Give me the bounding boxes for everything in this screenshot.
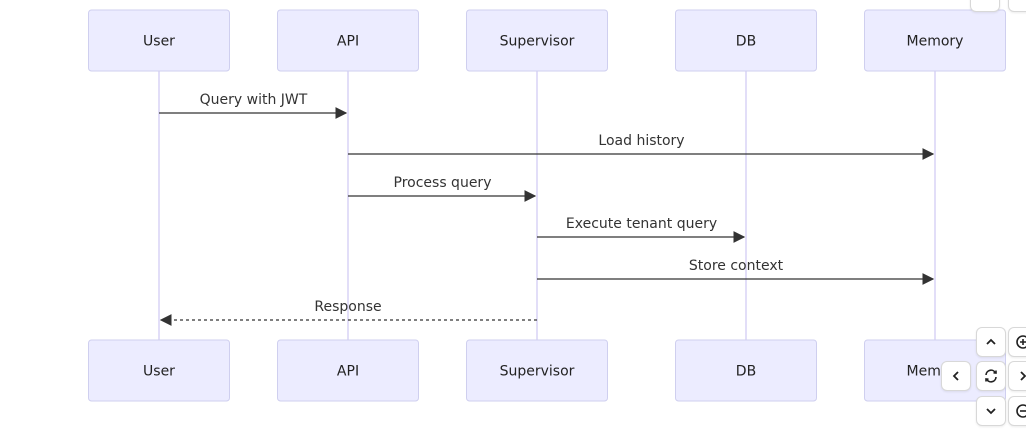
actor-label: Supervisor <box>500 364 575 380</box>
refresh-icon <box>985 369 997 383</box>
zoom-in-icon <box>1016 335 1026 349</box>
actor-box <box>88 339 230 402</box>
message-label: Query with JWT <box>200 92 308 108</box>
top-control-button[interactable] <box>970 0 1000 12</box>
message-2: Load history <box>348 133 935 160</box>
pan-down-button[interactable] <box>976 396 1006 426</box>
pan-up-button[interactable] <box>976 327 1006 357</box>
reset-view-button[interactable] <box>976 361 1006 391</box>
actor-box <box>675 9 817 72</box>
actor-db-bottom: DB <box>675 339 817 402</box>
actor-label: DB <box>736 364 756 380</box>
message-label: Store context <box>689 258 784 274</box>
pan-right-button[interactable] <box>1008 361 1026 391</box>
actor-label: Memory <box>907 34 964 50</box>
actor-label: Supervisor <box>500 34 575 50</box>
chevron-up-icon <box>986 338 996 345</box>
zoom-out-icon <box>1016 404 1026 418</box>
actor-supervisor-top: Supervisor <box>466 9 608 72</box>
actor-box <box>277 339 419 402</box>
actor-db-top: DB <box>675 9 817 72</box>
actor-box <box>675 339 817 402</box>
message-6: Response <box>159 299 537 326</box>
actor-user-bottom: User <box>88 339 230 402</box>
actor-box <box>88 9 230 72</box>
actor-box <box>466 9 608 72</box>
message-label: Execute tenant query <box>566 216 717 232</box>
chevron-right-icon <box>1020 371 1026 381</box>
message-1: Query with JWT <box>159 92 348 119</box>
message-label: Load history <box>598 133 684 149</box>
actor-user-top: User <box>88 9 230 72</box>
actor-box <box>277 9 419 72</box>
chevron-down-icon <box>986 408 996 415</box>
actor-api-bottom: API <box>277 339 419 402</box>
zoom-out-button[interactable] <box>1008 396 1026 426</box>
actor-supervisor-bottom: Supervisor <box>466 339 608 402</box>
top-control-button[interactable] <box>1008 0 1026 12</box>
actor-api-top: API <box>277 9 419 72</box>
actor-box <box>864 9 1006 72</box>
message-4: Execute tenant query <box>537 216 746 243</box>
actor-label: User <box>143 364 175 380</box>
actor-label: User <box>143 34 175 50</box>
chevron-left-icon <box>952 371 959 381</box>
message-5: Store context <box>537 258 935 285</box>
message-label: Response <box>314 299 381 315</box>
message-3: Process query <box>348 175 537 202</box>
actor-label: API <box>337 34 359 50</box>
message-label: Process query <box>394 175 492 191</box>
actor-memory-top: Memory <box>864 9 1006 72</box>
actor-box <box>466 339 608 402</box>
actor-label: DB <box>736 34 756 50</box>
pan-left-button[interactable] <box>941 361 971 391</box>
actor-label: API <box>337 364 359 380</box>
zoom-in-button[interactable] <box>1008 327 1026 357</box>
